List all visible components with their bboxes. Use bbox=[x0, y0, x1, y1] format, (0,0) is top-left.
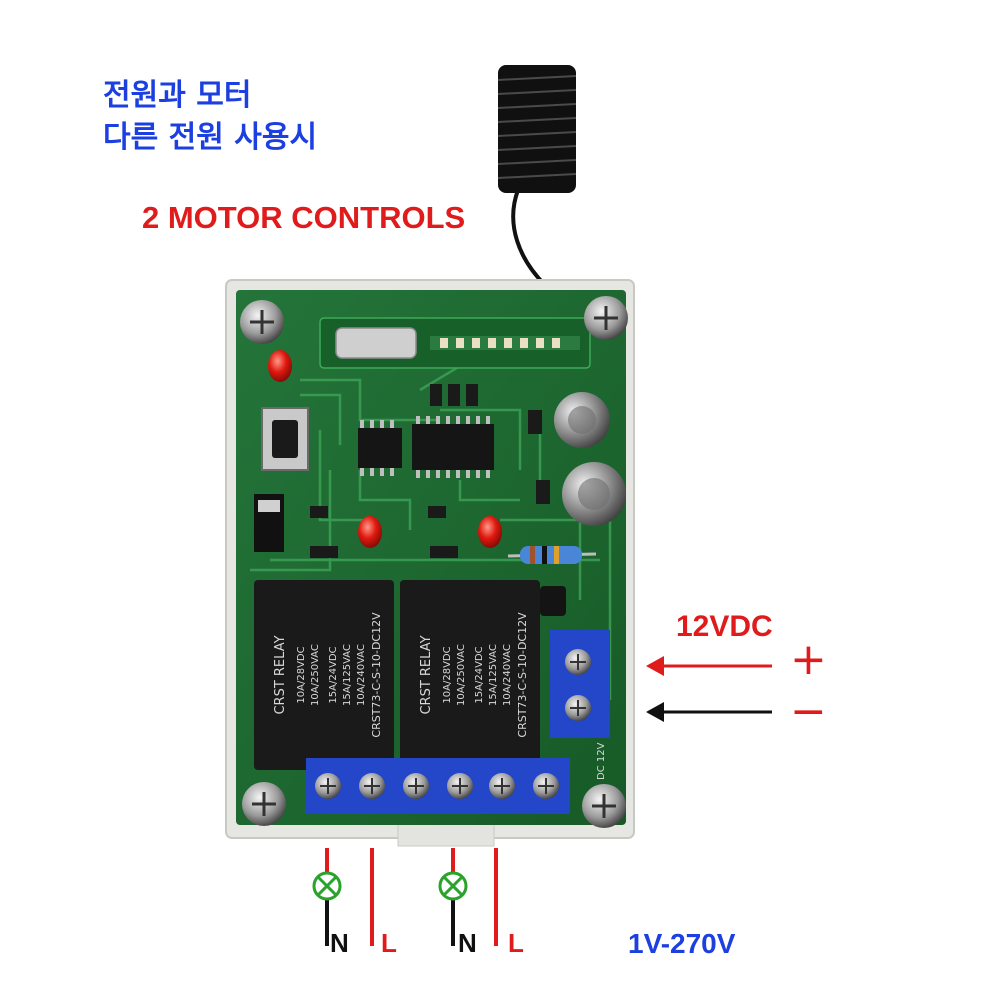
capacitor-2 bbox=[562, 462, 626, 526]
jumper-header bbox=[254, 494, 284, 552]
title-line-2: 다른 전원 사용시 bbox=[103, 120, 318, 155]
resistor bbox=[507, 546, 597, 564]
screw-bottom-left bbox=[242, 782, 286, 826]
plus-sign: + bbox=[790, 634, 827, 685]
rf-module bbox=[319, 317, 591, 369]
relay-2-brand: CRST RELAY bbox=[419, 635, 434, 714]
relay-2-rating-1: 10A/28VDC bbox=[442, 646, 453, 703]
enclosure-tab bbox=[397, 821, 495, 847]
power-terminal-block: DC 12V bbox=[550, 630, 610, 780]
voltage-range-label: 1V-270V bbox=[628, 928, 736, 959]
title-line-1: 전원과 모터 bbox=[103, 78, 252, 113]
minus-sign: − bbox=[790, 686, 827, 737]
relay-1-brand: CRST RELAY bbox=[273, 635, 288, 714]
led-relay-2 bbox=[478, 516, 502, 548]
arrow-positive bbox=[646, 656, 772, 676]
motor-controls-label: 2 MOTOR CONTROLS bbox=[142, 200, 466, 235]
wiring-left bbox=[325, 848, 374, 946]
relay-2-rating-2: 10A/250VAC bbox=[456, 644, 467, 706]
relay-1-rating-4: 15A/125VAC bbox=[342, 644, 353, 706]
neutral-label-right: N bbox=[458, 928, 477, 958]
live-label-left: L bbox=[381, 928, 397, 958]
relay-1-rating-1: 10A/28VDC bbox=[296, 646, 307, 703]
relay-2-rating-4: 15A/125VAC bbox=[488, 644, 499, 706]
smd-components bbox=[310, 384, 550, 558]
arrow-negative bbox=[646, 702, 772, 722]
wiring-right bbox=[451, 848, 498, 946]
supply-voltage-label: 12VDC bbox=[676, 610, 773, 643]
transistor bbox=[540, 586, 566, 616]
lamp-right-icon bbox=[438, 871, 468, 901]
relay-1-rating-3: 15A/24VDC bbox=[328, 646, 339, 703]
ic-chip-1 bbox=[358, 420, 402, 476]
screw-top-right bbox=[584, 296, 628, 340]
lamp-left-icon bbox=[312, 871, 342, 901]
led-relay-1 bbox=[358, 516, 382, 548]
neutral-label-left: N bbox=[330, 928, 349, 958]
relay-2-rating-5: 10A/240VAC bbox=[502, 644, 513, 706]
relay-1-rating-5: 10A/240VAC bbox=[356, 644, 367, 706]
learn-button bbox=[261, 407, 309, 471]
relay-1-model: CRST73-C-S-10-DC12V bbox=[370, 612, 383, 738]
output-terminal-block bbox=[306, 758, 570, 814]
live-label-right: L bbox=[508, 928, 524, 958]
relay-1: CRST RELAY 10A/28VDC 10A/250VAC 15A/24VD… bbox=[254, 580, 394, 770]
board-dc-marking: DC 12V bbox=[596, 742, 607, 780]
relay-2: CRST RELAY 10A/28VDC 10A/250VAC 15A/24VD… bbox=[400, 580, 540, 770]
ic-chip-2 bbox=[412, 416, 494, 478]
relay-2-model: CRST73-C-S-10-DC12V bbox=[516, 612, 529, 738]
relay-2-rating-3: 15A/24VDC bbox=[474, 646, 485, 703]
screw-top-left bbox=[240, 300, 284, 344]
screw-bottom-right bbox=[582, 784, 626, 828]
led-status bbox=[268, 350, 292, 382]
relay-1-rating-2: 10A/250VAC bbox=[310, 644, 321, 706]
capacitor-1 bbox=[554, 392, 610, 448]
